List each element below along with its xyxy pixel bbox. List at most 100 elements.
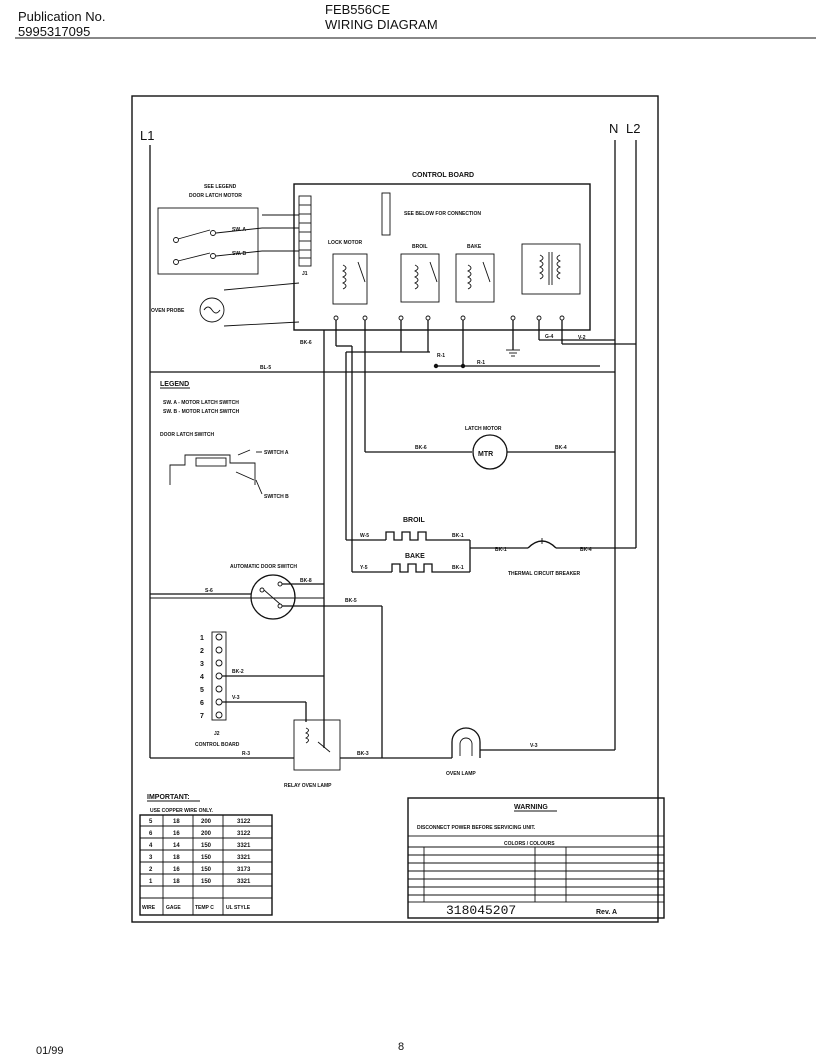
sw-a-label: SW. A	[232, 227, 246, 233]
important-title: IMPORTANT:	[147, 794, 190, 801]
warning-title: WARNING	[514, 804, 548, 811]
wire-bk2: BK-2	[232, 669, 244, 675]
svg-text:16: 16	[173, 867, 180, 873]
important-note: USE COPPER WIRE ONLY.	[150, 808, 213, 814]
svg-text:3173: 3173	[237, 867, 251, 873]
broil-element	[385, 531, 434, 541]
part-number: 318045207	[446, 903, 516, 918]
wire-bk1: BK-1	[452, 533, 464, 539]
switch-b-label: SWITCH B	[264, 494, 289, 500]
control-board-j2-label: CONTROL BOARD	[195, 742, 240, 748]
svg-text:3122: 3122	[237, 831, 251, 837]
table-row: 5 18 200 3122	[149, 819, 251, 825]
transformer	[521, 243, 581, 295]
svg-text:3321: 3321	[237, 843, 251, 849]
probe-wire-1	[223, 282, 300, 291]
bake-relay	[455, 253, 495, 303]
switch-a-label: SWITCH A	[264, 450, 289, 456]
control-board-label: CONTROL BOARD	[412, 172, 474, 179]
j1-connector	[298, 195, 312, 267]
relay-contact	[317, 741, 331, 753]
wire-v2: V-2	[578, 335, 586, 341]
j1-pins	[299, 204, 311, 259]
broil-element-label: BROIL	[403, 517, 426, 524]
svg-text:1: 1	[149, 879, 153, 885]
j2-board-connector	[381, 192, 391, 236]
svg-text:GAGE: GAGE	[166, 905, 181, 911]
oven-probe-symbol	[199, 297, 225, 323]
sw-b-label: SW. B	[232, 251, 247, 257]
bake-element	[391, 563, 440, 573]
board-terminals	[333, 315, 565, 321]
svg-text:18: 18	[173, 819, 180, 825]
svg-text:3: 3	[200, 661, 204, 668]
bake-element-label: BAKE	[405, 553, 425, 560]
svg-text:200: 200	[201, 819, 212, 825]
wire-bk4b: BK-4	[580, 547, 592, 553]
table-row: 4 14 150 3321	[149, 843, 251, 849]
svg-text:TEMP C: TEMP C	[195, 905, 214, 911]
svg-text:14: 14	[173, 843, 180, 849]
svg-text:2: 2	[149, 867, 153, 873]
svg-text:4: 4	[149, 843, 153, 849]
wire-bl5: BL-5	[260, 365, 271, 371]
see-legend-label: SEE LEGEND	[204, 184, 237, 190]
wire-bk5: BK-5	[345, 598, 357, 604]
probe-wire-2	[223, 321, 300, 327]
table-row: 6 16 200 3122	[149, 831, 251, 837]
latch-switch-contacts	[173, 227, 263, 265]
table-row: 1 18 150 3321	[149, 879, 251, 885]
relay-coil	[304, 727, 309, 744]
thermal-breaker-label: THERMAL CIRCUIT BREAKER	[508, 571, 581, 577]
wire-bk1b: BK-1	[452, 565, 464, 571]
legend-line-2: SW. B - MOTOR LATCH SWITCH	[163, 409, 240, 415]
svg-text:1: 1	[200, 635, 204, 642]
svg-text:5: 5	[200, 687, 204, 694]
j2-pin-numbers: 1 2 3 4 5 6 7	[200, 635, 204, 720]
svg-text:6: 6	[200, 700, 204, 707]
wire-bk1c: BK-1	[495, 547, 507, 553]
door-latch-motor-label: DOOR LATCH MOTOR	[189, 193, 242, 199]
publication-label: Publication No.	[18, 9, 106, 24]
colors-rows	[408, 854, 664, 896]
colors-title: COLORS / COLOURS	[504, 841, 555, 847]
lock-motor-relay	[332, 253, 368, 305]
svg-text:150: 150	[201, 879, 212, 885]
svg-text:7: 7	[200, 713, 204, 720]
n-label: N	[609, 121, 618, 136]
junction-r1	[433, 363, 439, 369]
svg-text:18: 18	[173, 855, 180, 861]
l2-label: L2	[626, 121, 640, 136]
publication-number: 5995317095	[18, 24, 91, 39]
relay-oven-lamp-box	[293, 719, 341, 771]
lock-motor-label: LOCK MOTOR	[328, 240, 362, 246]
ground-icon	[506, 349, 520, 357]
legend-line-1: SW. A - MOTOR LATCH SWITCH	[163, 400, 239, 406]
wire-bk8: BK-8	[300, 578, 312, 584]
door-latch-switch-box	[157, 207, 259, 275]
door-switch-c	[259, 587, 265, 593]
svg-text:2: 2	[200, 648, 204, 655]
mtr-label: MTR	[478, 451, 493, 458]
wire-bk3: BK-3	[357, 751, 369, 757]
colors-table	[407, 835, 665, 903]
revision: Rev. A	[596, 909, 617, 916]
door-switch-no	[277, 581, 283, 587]
table-row: 3 18 150 3321	[149, 855, 251, 861]
svg-text:150: 150	[201, 867, 212, 873]
table-footer: WIRE GAGE TEMP C UL STYLE	[142, 905, 251, 911]
svg-text:200: 200	[201, 831, 212, 837]
wire-v3: V-3	[232, 695, 240, 701]
legend-title: LEGEND	[160, 381, 189, 388]
wire-v3b: V-3	[530, 743, 538, 749]
wire-r1b: R-1	[477, 360, 485, 366]
svg-text:18: 18	[173, 879, 180, 885]
wire-bk6: BK-6	[300, 340, 312, 346]
door-latch-switch-label: DOOR LATCH SWITCH	[160, 432, 214, 438]
footer-date: 01/99	[36, 1045, 64, 1057]
j2-label: J2	[214, 731, 220, 737]
door-switch-blade	[263, 589, 281, 605]
oven-probe-label: OVEN PROBE	[151, 308, 185, 314]
svg-text:4: 4	[200, 674, 204, 681]
